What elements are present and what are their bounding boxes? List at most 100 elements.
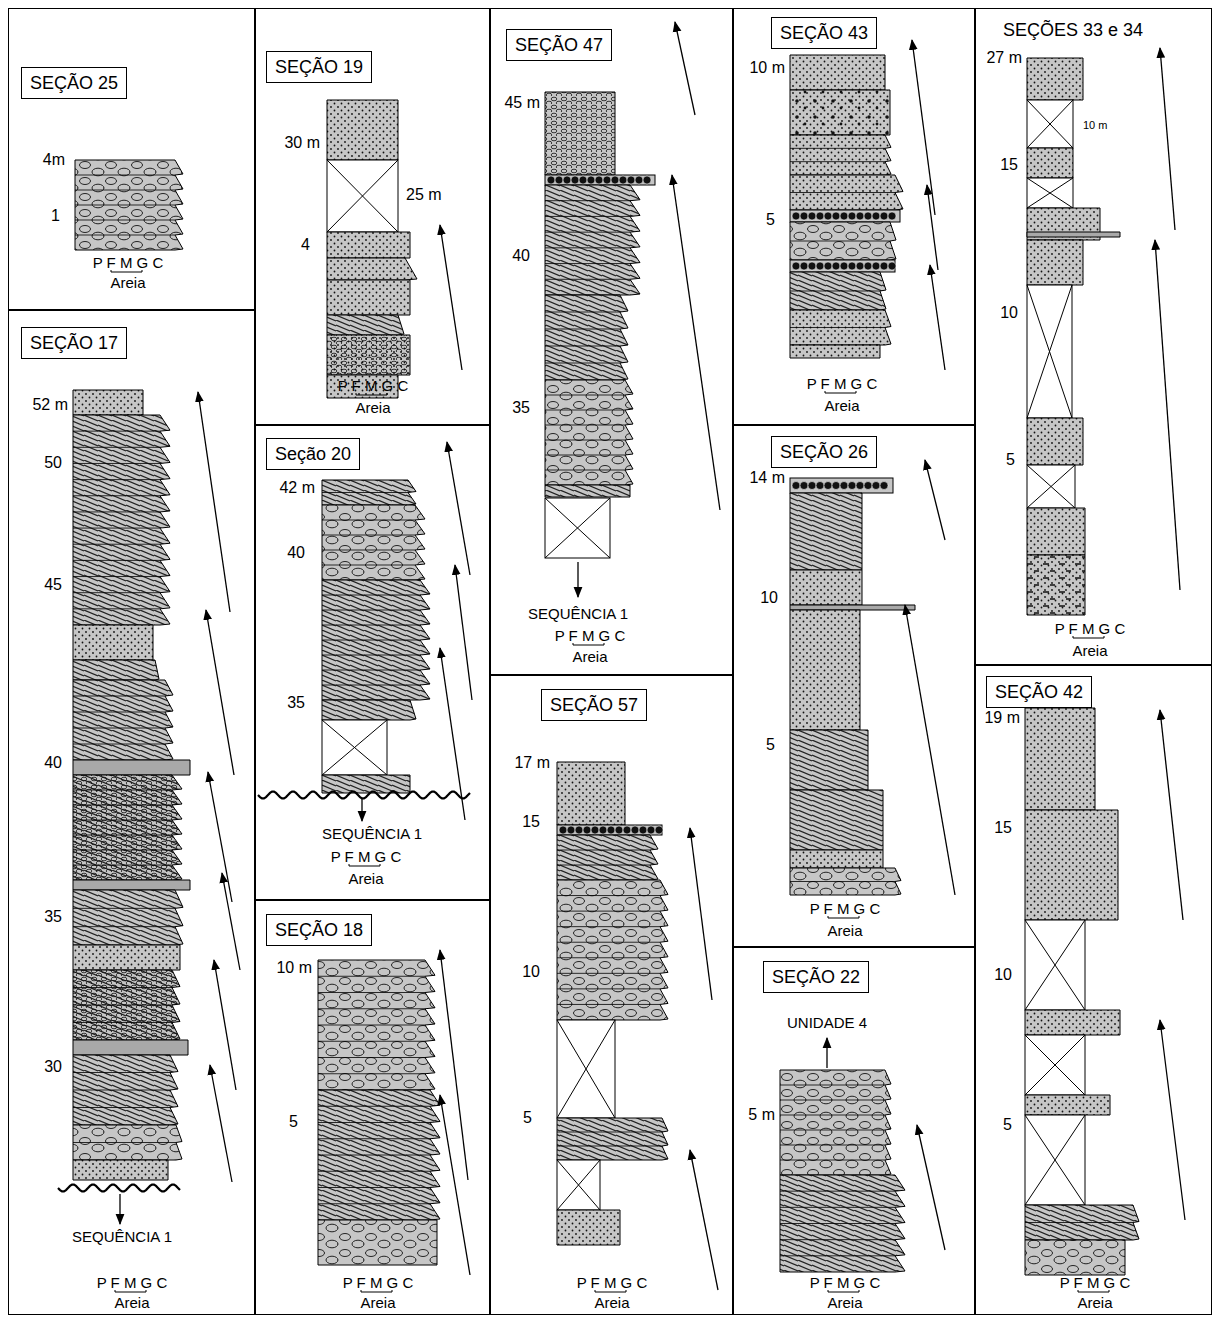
stratigraphic-column bbox=[1027, 48, 1180, 638]
bed-set-boundary bbox=[557, 895, 660, 896]
bed-outline bbox=[780, 1070, 891, 1175]
bed-texture bbox=[790, 868, 901, 895]
gravel-clast bbox=[864, 212, 872, 220]
bed-outline bbox=[1025, 1205, 1139, 1240]
trend-arrow bbox=[826, 1038, 827, 1068]
bed-set-boundary bbox=[318, 1008, 425, 1009]
bed-outline bbox=[545, 485, 630, 497]
trend-arrow bbox=[208, 772, 232, 902]
bed-set-boundary bbox=[557, 850, 650, 851]
bed-fill bbox=[780, 1070, 891, 1175]
bed-outline bbox=[327, 258, 417, 280]
bed-outline bbox=[327, 335, 410, 375]
bed-texture bbox=[327, 258, 417, 280]
bed-texture bbox=[1025, 1205, 1139, 1240]
gravel-clast bbox=[824, 262, 832, 270]
covered-cross bbox=[557, 1020, 615, 1118]
section-title: SEÇÃO 43 bbox=[771, 17, 877, 49]
gravel-clast bbox=[587, 176, 595, 184]
bed-fill bbox=[322, 775, 410, 793]
bed-outline bbox=[327, 280, 410, 315]
gravel-bed bbox=[790, 478, 893, 493]
section-title: SEÇÃO 22 bbox=[763, 961, 869, 993]
bed-set-boundary bbox=[557, 988, 660, 989]
bed-outline bbox=[322, 505, 425, 580]
bed-set-boundary bbox=[75, 235, 175, 236]
gravel-clast bbox=[840, 212, 848, 220]
bed-set-boundary bbox=[73, 908, 175, 909]
bed-outline bbox=[73, 680, 173, 760]
bed-texture bbox=[322, 700, 416, 720]
depth-label: 45 m bbox=[504, 95, 540, 111]
bed-set-boundary bbox=[73, 820, 172, 821]
bed-outline bbox=[322, 480, 416, 505]
bed-outline bbox=[545, 380, 633, 485]
depth-label: 10 m bbox=[1083, 120, 1107, 131]
bed-outline bbox=[1027, 418, 1083, 465]
bed-outline bbox=[318, 960, 435, 1090]
gravel-clast bbox=[559, 826, 567, 834]
bed-texture bbox=[790, 850, 883, 868]
bed-outline bbox=[1027, 148, 1073, 178]
depth-label: 52 m bbox=[32, 397, 68, 413]
scale-bracket bbox=[1078, 1290, 1109, 1292]
bed-texture bbox=[73, 890, 183, 945]
trend-arrow bbox=[1160, 710, 1183, 920]
bed-set-boundary bbox=[73, 447, 160, 448]
bed-set-boundary bbox=[780, 1239, 895, 1240]
gravel-clast bbox=[800, 212, 808, 220]
section-panel: SEÇÃO 26 bbox=[733, 425, 975, 947]
bed-outline bbox=[327, 100, 398, 160]
bed-texture bbox=[327, 335, 410, 375]
bed-fill bbox=[1027, 148, 1073, 178]
bed-fill bbox=[790, 310, 891, 345]
bed-set-boundary bbox=[545, 216, 630, 217]
bed-set-boundary bbox=[75, 220, 175, 221]
bed-fill bbox=[73, 1055, 178, 1125]
gravel-clast bbox=[848, 262, 856, 270]
gravel-bed bbox=[545, 175, 655, 185]
scale-bracket bbox=[361, 1290, 392, 1292]
bed-outline bbox=[790, 868, 901, 895]
bed-set-boundary bbox=[545, 363, 620, 364]
stratigraphic-column bbox=[557, 762, 718, 1292]
depth-label: 5 bbox=[1006, 452, 1015, 468]
bed-set-boundary bbox=[73, 1005, 172, 1006]
bed-fill bbox=[790, 175, 903, 210]
bed-texture bbox=[318, 960, 435, 1090]
section-panel: SEÇÃO 42 bbox=[975, 665, 1212, 1315]
bed-set-boundary bbox=[545, 329, 620, 330]
bed-texture bbox=[1025, 1095, 1110, 1115]
gravel-clast bbox=[872, 212, 880, 220]
scale-caption: Areia bbox=[824, 398, 859, 413]
bed-outline bbox=[1027, 508, 1085, 555]
bed-set-boundary bbox=[545, 263, 630, 264]
bed-set-boundary bbox=[780, 1145, 885, 1146]
bed-set-boundary bbox=[322, 670, 420, 671]
bed-texture bbox=[73, 775, 182, 880]
bed-texture bbox=[557, 835, 658, 880]
bed-set-boundary bbox=[73, 431, 160, 432]
grain-size-scale: P F M G C bbox=[338, 378, 409, 393]
bed-outline bbox=[545, 185, 640, 295]
bed-set-boundary bbox=[322, 685, 420, 686]
bed-fill bbox=[1027, 418, 1083, 465]
depth-label: 5 bbox=[1003, 1117, 1012, 1133]
bed-outline bbox=[790, 850, 883, 868]
bed-set-boundary bbox=[557, 957, 660, 958]
bed-outline bbox=[557, 880, 668, 1020]
bed-fill bbox=[790, 850, 883, 868]
bed-set-boundary bbox=[318, 1203, 430, 1204]
bed-outline bbox=[790, 493, 862, 570]
stratigraphic-column bbox=[58, 390, 240, 1292]
gravel-clast bbox=[864, 482, 872, 490]
depth-label: 19 m bbox=[984, 710, 1020, 726]
gravel-clast bbox=[816, 262, 824, 270]
bed-fill bbox=[73, 1160, 168, 1180]
unconformity-line bbox=[258, 792, 470, 799]
bed-set-boundary bbox=[790, 161, 885, 162]
depth-label: 14 m bbox=[749, 470, 785, 486]
bed-set-boundary bbox=[73, 511, 160, 512]
bed-fill bbox=[73, 625, 153, 660]
